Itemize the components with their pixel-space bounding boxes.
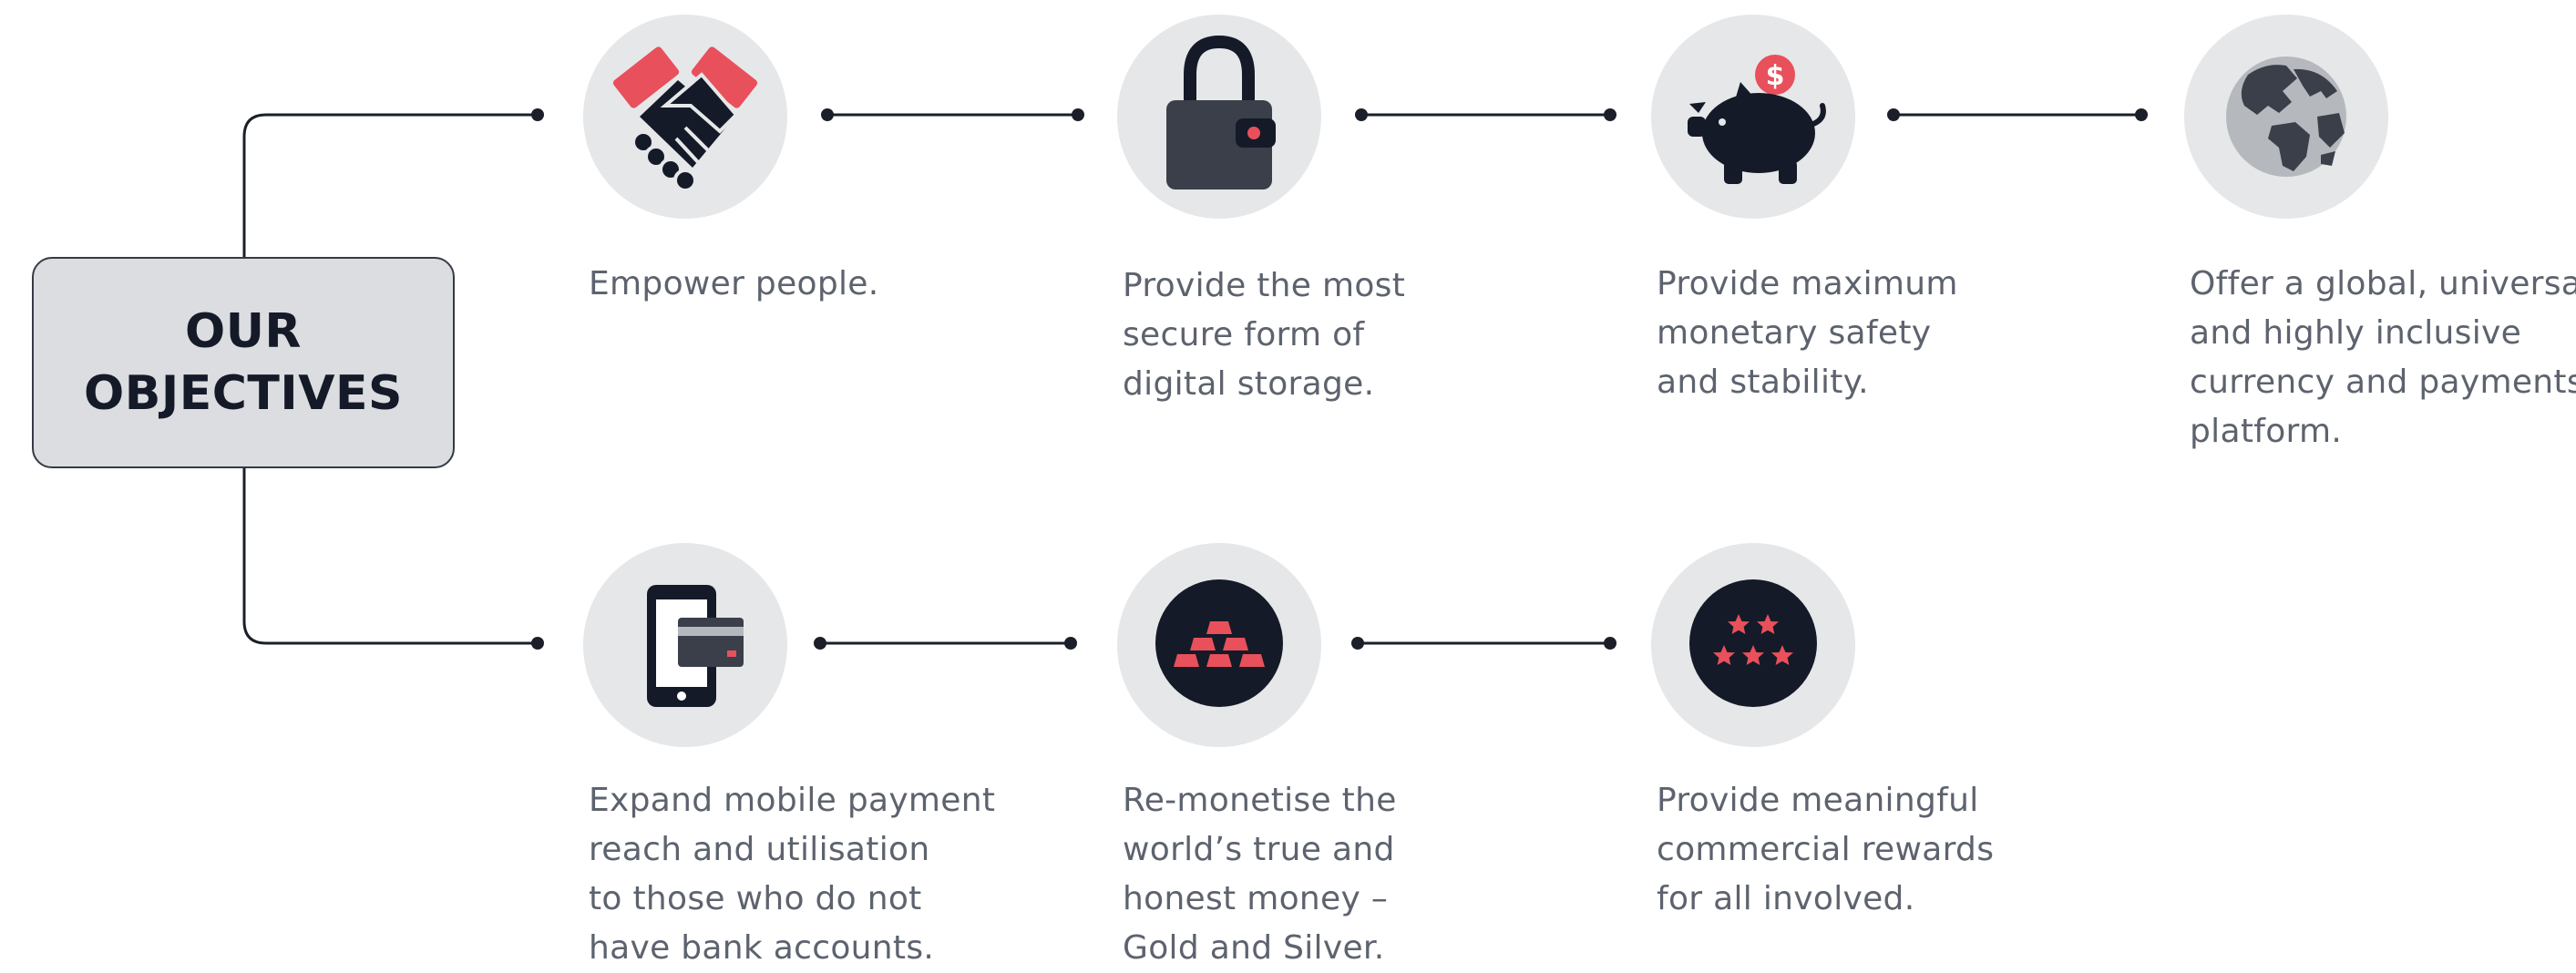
objective-4-icon-circle <box>2184 15 2388 219</box>
connector-dot <box>1064 637 1077 650</box>
connector-dot <box>1355 108 1368 121</box>
caption-line: world’s true and <box>1123 831 1395 868</box>
caption-line: honest money – <box>1123 880 1389 917</box>
objective-6-caption: Re-monetise the world’s true and honest … <box>1123 776 1397 973</box>
padlock-icon <box>1166 35 1276 189</box>
objective-5-icon-circle <box>583 543 787 747</box>
objective-3-caption: Provide maximum monetary safety and stab… <box>1657 260 1958 407</box>
objective-7-caption: Provide meaningful commercial rewards fo… <box>1657 776 1994 924</box>
objective-1-caption: Empower people. <box>589 260 879 309</box>
objective-6-icon-circle <box>1117 543 1321 747</box>
handshake-icon <box>612 46 758 192</box>
connector-dot <box>814 637 826 650</box>
objective-1-icon-circle <box>583 15 787 219</box>
caption-line: currency and payments <box>2190 364 2576 401</box>
caption-line: Provide the most <box>1123 267 1406 304</box>
caption-line: Provide maximum <box>1657 265 1958 302</box>
gold-bars-icon <box>1155 579 1283 707</box>
caption-line: Empower people. <box>589 265 879 302</box>
caption-line: have bank accounts. <box>589 929 935 967</box>
piggy-bank-icon: $ <box>1688 55 1826 184</box>
connector-dot <box>1351 637 1364 650</box>
caption-line: digital storage. <box>1123 365 1375 403</box>
objective-7-icon-circle <box>1651 543 1855 747</box>
our-objectives-title: OUR OBJECTIVES <box>84 301 403 425</box>
connector-dot <box>821 108 834 121</box>
caption-line: monetary safety <box>1657 314 1932 352</box>
globe-icon <box>2226 56 2346 177</box>
caption-line: secure form of <box>1123 316 1365 353</box>
caption-line: Offer a global, universal <box>2190 265 2576 302</box>
title-line-1: OUR <box>185 304 302 359</box>
caption-line: Gold and Silver. <box>1123 929 1385 967</box>
caption-line: commercial rewards <box>1657 831 1995 868</box>
objective-3-icon-circle: $ <box>1651 15 1855 219</box>
connector-dot <box>1604 637 1616 650</box>
branch-top-connector <box>242 113 538 257</box>
our-objectives-box: OUR OBJECTIVES <box>32 257 455 468</box>
caption-line: and stability. <box>1657 364 1869 401</box>
connector-dot <box>531 637 544 650</box>
caption-line: and highly inclusive <box>2190 314 2522 352</box>
stars-rewards-icon <box>1689 579 1817 707</box>
branch-bottom-connector <box>242 468 538 645</box>
piggy-badge-symbol: $ <box>1766 60 1785 92</box>
objective-2-caption: Provide the most secure form of digital … <box>1123 261 1405 409</box>
objective-4-caption: Offer a global, universal and highly inc… <box>2190 260 2576 456</box>
connector-dot <box>1604 108 1616 121</box>
caption-line: for all involved. <box>1657 880 1915 917</box>
caption-line: platform. <box>2190 413 2343 450</box>
caption-line: Provide meaningful <box>1657 782 1979 819</box>
caption-line: Expand mobile payment <box>589 782 996 819</box>
title-line-2: OBJECTIVES <box>84 366 403 421</box>
objective-2-icon-circle <box>1117 15 1321 219</box>
caption-line: Re-monetise the <box>1123 782 1397 819</box>
connector-dot <box>1072 108 1084 121</box>
mobile-payment-icon <box>647 585 744 707</box>
connector-dot <box>531 108 544 121</box>
caption-line: reach and utilisation <box>589 831 930 868</box>
caption-line: to those who do not <box>589 880 922 917</box>
connector-dot <box>1887 108 1900 121</box>
connector-dot <box>2135 108 2148 121</box>
objective-5-caption: Expand mobile payment reach and utilisat… <box>589 776 995 973</box>
